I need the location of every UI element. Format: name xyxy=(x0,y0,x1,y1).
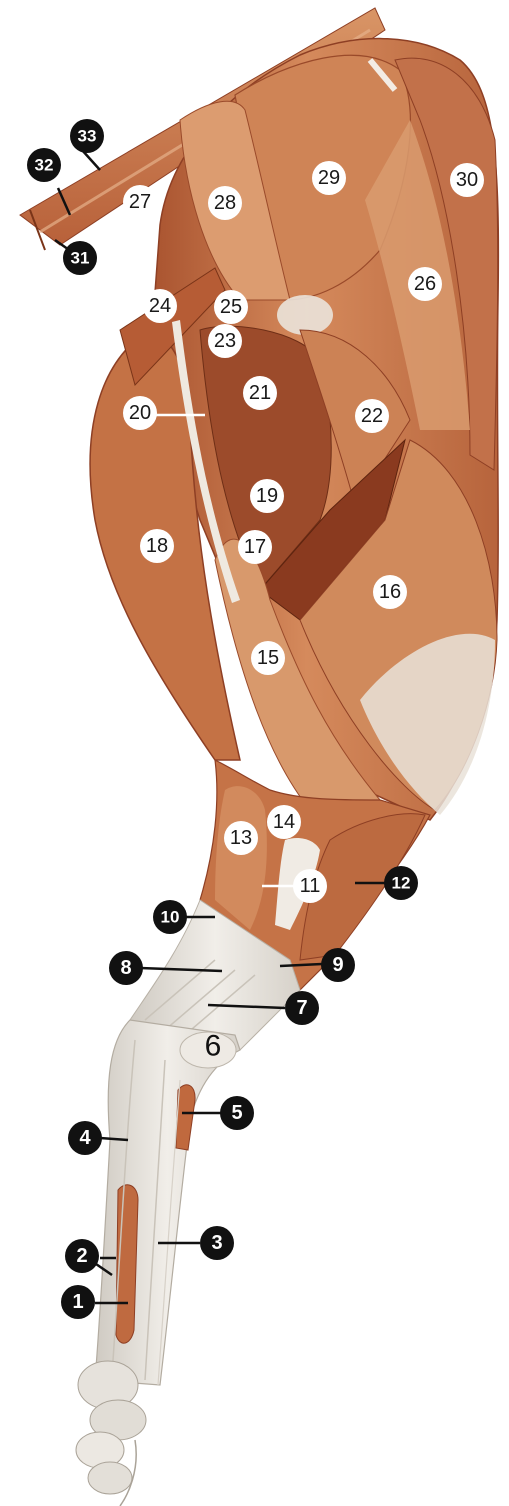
svg-text:16: 16 xyxy=(379,581,401,603)
callout-14: 14 xyxy=(267,805,301,839)
svg-text:3: 3 xyxy=(211,1232,222,1254)
svg-text:1: 1 xyxy=(72,1291,83,1313)
svg-text:19: 19 xyxy=(256,485,278,507)
svg-text:21: 21 xyxy=(249,382,271,404)
callout-24: 24 xyxy=(143,289,177,323)
svg-text:27: 27 xyxy=(129,191,151,213)
callout-8: 8 xyxy=(109,951,143,985)
paw-digits xyxy=(76,1361,146,1506)
callout-21: 21 xyxy=(243,376,277,410)
svg-text:24: 24 xyxy=(149,295,171,317)
callout-11: 11 xyxy=(293,869,327,903)
callout-3: 3 xyxy=(200,1226,234,1260)
callout-27: 27 xyxy=(123,185,157,219)
callout-29: 29 xyxy=(312,161,346,195)
callout-16: 16 xyxy=(373,575,407,609)
callout-15: 15 xyxy=(251,641,285,675)
svg-text:29: 29 xyxy=(318,167,340,189)
svg-text:14: 14 xyxy=(273,811,295,833)
svg-text:9: 9 xyxy=(332,954,343,976)
lower-limb-tendons xyxy=(95,1020,240,1385)
svg-text:2: 2 xyxy=(76,1245,87,1267)
svg-text:28: 28 xyxy=(214,192,236,214)
callout-31: 31 xyxy=(63,241,97,275)
svg-text:4: 4 xyxy=(79,1127,91,1149)
svg-text:33: 33 xyxy=(78,127,97,146)
svg-text:17: 17 xyxy=(244,536,266,558)
svg-text:12: 12 xyxy=(392,874,411,893)
callout-9: 9 xyxy=(321,948,355,982)
callout-32: 32 xyxy=(27,148,61,182)
callout-23: 23 xyxy=(208,324,242,358)
callout-5: 5 xyxy=(220,1096,254,1130)
svg-text:23: 23 xyxy=(214,330,236,352)
callout-22: 22 xyxy=(355,399,389,433)
svg-text:20: 20 xyxy=(129,402,151,424)
svg-text:15: 15 xyxy=(257,647,279,669)
callout-10: 10 xyxy=(153,900,187,934)
callout-28: 28 xyxy=(208,186,242,220)
callout-6: 6 xyxy=(205,1030,222,1063)
callout-25: 25 xyxy=(214,290,248,324)
svg-text:6: 6 xyxy=(205,1030,222,1063)
callout-13: 13 xyxy=(224,821,258,855)
callout-1: 1 xyxy=(61,1285,95,1319)
callout-33: 33 xyxy=(70,119,104,153)
callout-20: 20 xyxy=(123,396,157,430)
svg-text:5: 5 xyxy=(231,1102,242,1124)
callout-2: 2 xyxy=(65,1239,99,1273)
svg-text:32: 32 xyxy=(35,156,54,175)
callout-12: 12 xyxy=(384,866,418,900)
callout-17: 17 xyxy=(238,530,272,564)
svg-text:30: 30 xyxy=(456,169,478,191)
callout-18: 18 xyxy=(140,529,174,563)
svg-text:7: 7 xyxy=(296,997,307,1019)
callout-26: 26 xyxy=(408,267,442,301)
svg-text:18: 18 xyxy=(146,535,168,557)
svg-text:8: 8 xyxy=(120,957,131,979)
svg-text:25: 25 xyxy=(220,296,242,318)
svg-text:31: 31 xyxy=(71,249,90,268)
callout-7: 7 xyxy=(285,991,319,1025)
svg-text:22: 22 xyxy=(361,405,383,427)
callout-4: 4 xyxy=(68,1121,102,1155)
svg-text:13: 13 xyxy=(230,827,252,849)
callout-19: 19 xyxy=(250,479,284,513)
callout-30: 30 xyxy=(450,163,484,197)
svg-text:26: 26 xyxy=(414,273,436,295)
svg-text:10: 10 xyxy=(161,908,180,927)
svg-text:11: 11 xyxy=(300,875,321,897)
